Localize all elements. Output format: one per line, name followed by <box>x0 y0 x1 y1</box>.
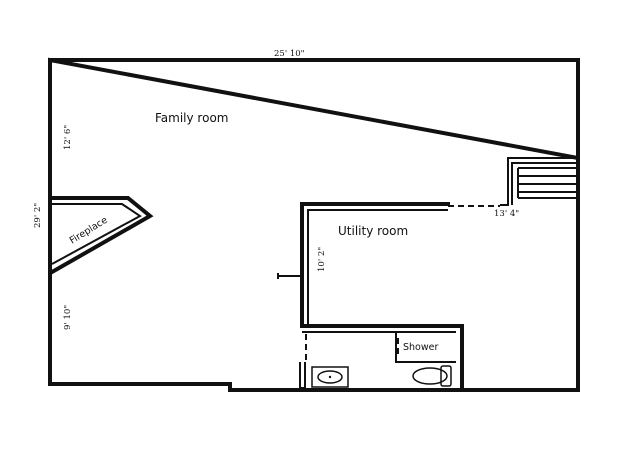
sink <box>311 366 349 388</box>
dim-utility-depth: 10' 2" <box>317 247 327 272</box>
dim-family-depth: 12' 6" <box>63 125 73 150</box>
dim-left-height: 29' 2" <box>33 203 43 228</box>
stairs <box>500 157 578 206</box>
family-room-label: Family room <box>155 111 228 125</box>
bathroom <box>299 324 464 392</box>
dim-lower-depth: 9' 10" <box>63 305 73 330</box>
shower-label: Shower <box>403 342 438 353</box>
toilet <box>412 365 452 387</box>
fireplace-structure <box>49 196 154 275</box>
dim-utility-width: 13' 4" <box>494 209 519 219</box>
utility-walls <box>277 202 500 328</box>
utility-room-label: Utility room <box>338 224 408 238</box>
outer-wall <box>48 57 580 392</box>
sink-basin <box>317 370 343 384</box>
dim-top-width: 25' 10" <box>274 49 305 59</box>
